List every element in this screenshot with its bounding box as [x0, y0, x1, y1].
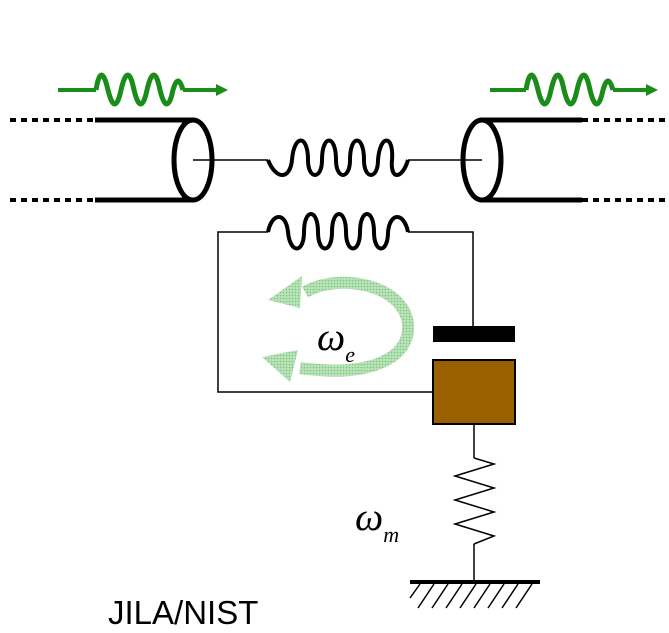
credit-label: JILA/NIST — [108, 594, 259, 631]
lc-circuit-wiring — [217, 231, 474, 393]
output-transmission-line — [460, 117, 667, 203]
lower-coupling-inductor — [266, 212, 410, 251]
mechanical-spring — [452, 424, 497, 582]
circular-arrow-icon — [262, 276, 415, 382]
mechanical-mode-symbol: ω — [355, 494, 383, 539]
upper-coupling-inductor — [193, 138, 482, 177]
ground-hatch-icon — [409, 580, 540, 609]
output-wave-icon — [490, 72, 658, 107]
mechanical-mode-label: ωm — [355, 494, 399, 547]
capacitor-plate — [433, 326, 515, 342]
input-transmission-line — [10, 117, 215, 203]
electrical-mode-subscript: e — [345, 342, 355, 367]
electrical-mode-symbol: ω — [317, 314, 345, 359]
mechanical-mode-subscript: m — [383, 522, 399, 547]
electrical-mode-label: ωe — [317, 314, 355, 367]
mechanical-mass — [432, 359, 516, 425]
input-wave-icon — [58, 72, 228, 107]
